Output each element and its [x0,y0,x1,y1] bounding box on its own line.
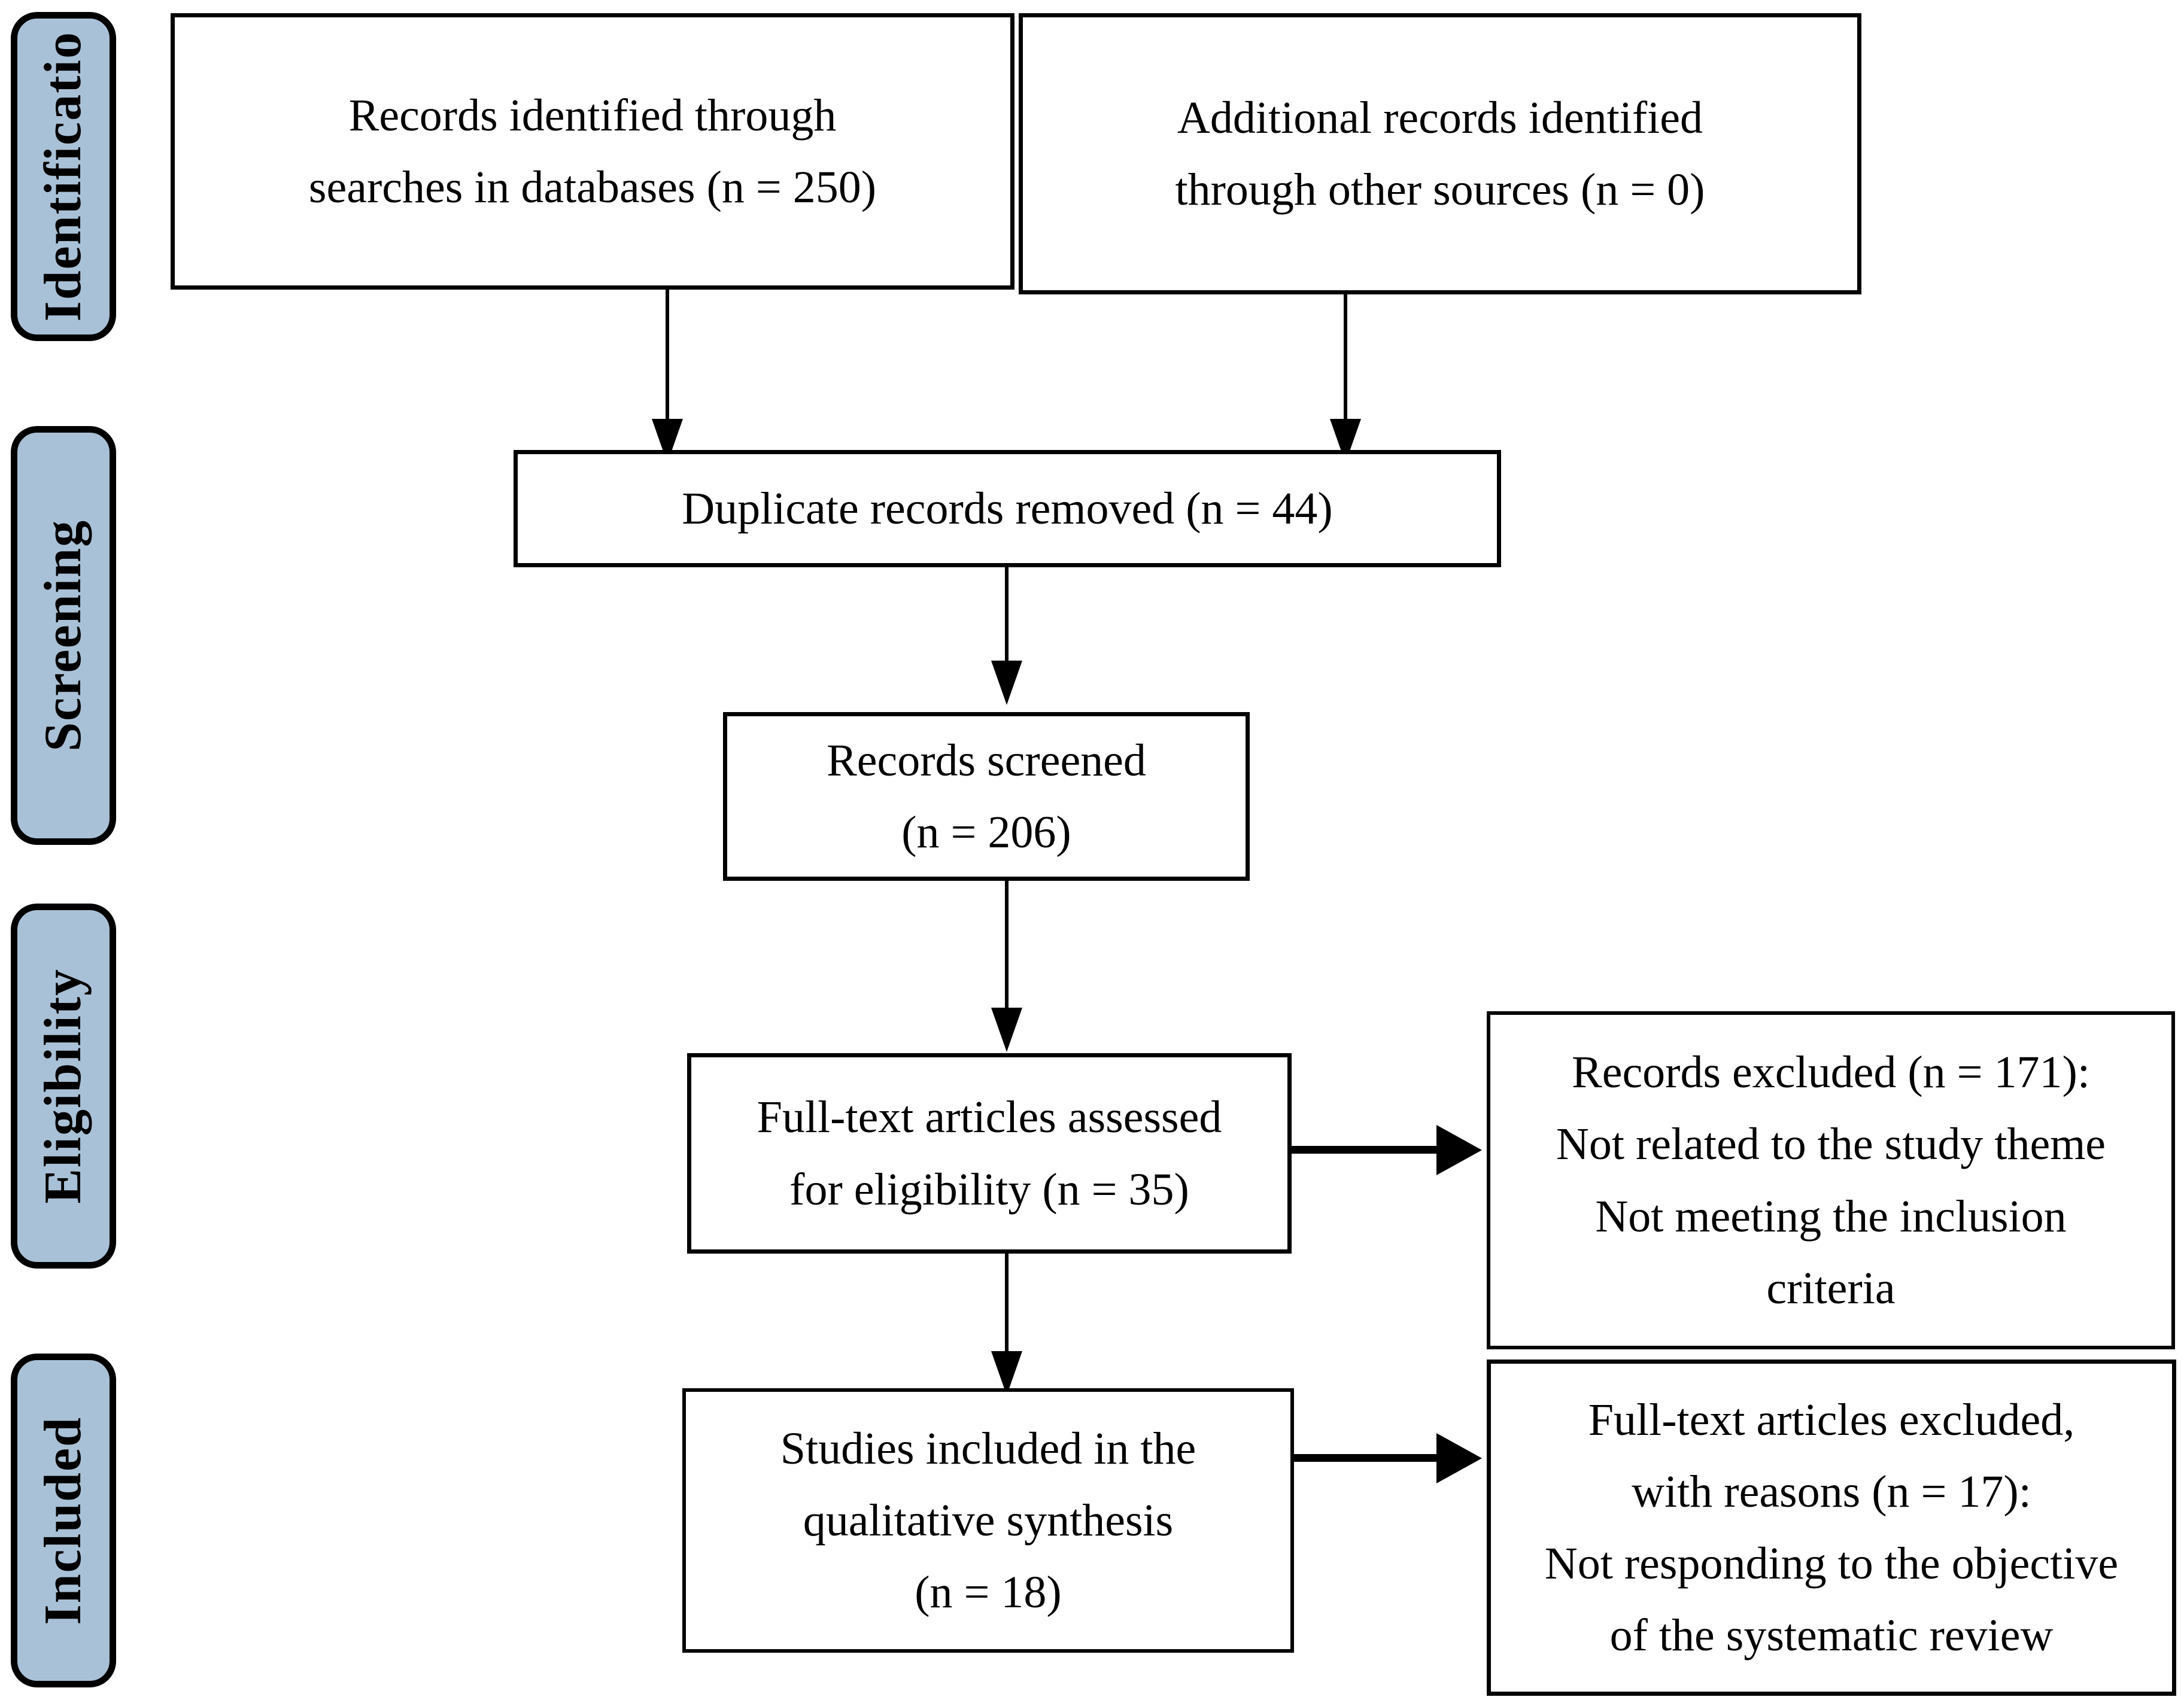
box-records-screened: Records screened (n = 206) [723,712,1250,881]
records-identified-line-2: searches in databases (n = 250) [308,162,877,212]
connector-identified-to-duplicates [666,290,669,428]
connector-fulltext-to-records-excluded [1292,1146,1441,1154]
stage-label-identification: Identificatio [34,31,92,322]
studies-included-line-3: (n = 18) [915,1567,1062,1618]
box-records-identified-databases: Records identified through searches in d… [171,13,1014,290]
records-excluded-line-4: criteria [1766,1263,1896,1313]
connector-fulltext-to-studies-included-arrowhead [991,1351,1022,1395]
records-excluded-line-1: Records excluded (n = 171): [1572,1047,2090,1098]
stage-label-eligibility: Eligibility [34,968,92,1204]
connector-studies-to-fulltext-excluded-arrowhead [1436,1433,1482,1483]
studies-included-line-2: qualitative synthesis [803,1495,1174,1546]
box-duplicate-records-removed: Duplicate records removed (n = 44) [514,450,1501,567]
box-records-excluded: Records excluded (n = 171): Not related … [1487,1011,2175,1349]
additional-records-line-2: through other sources (n = 0) [1175,165,1705,215]
fulltext-assessed-line-1: Full-text articles assessed [757,1092,1222,1143]
records-excluded-line-3: Not meeting the inclusion [1595,1191,2067,1242]
stage-label-included: Included [34,1416,92,1625]
box-full-text-articles-excluded: Full-text articles excluded, with reason… [1487,1360,2176,1696]
fulltext-excluded-line-2: with reasons (n = 17): [1632,1466,2031,1517]
connector-screened-to-fulltext-arrowhead [991,1008,1022,1052]
box-studies-included-qualitative-synthesis: Studies included in the qualitative synt… [682,1388,1294,1653]
stage-pill-included: Included [11,1354,116,1687]
additional-records-line-1: Additional records identified [1177,92,1703,143]
records-screened-line-1: Records screened [827,735,1146,786]
fulltext-assessed-line-2: for eligibility (n = 35) [789,1164,1189,1215]
connector-fulltext-to-records-excluded-arrowhead [1436,1125,1482,1175]
fulltext-excluded-line-4: of the systematic review [1609,1610,2054,1661]
box-additional-records-other-sources: Additional records identified through ot… [1019,13,1861,294]
connector-screened-to-fulltext [1005,881,1009,1020]
records-excluded-line-2: Not related to the study theme [1556,1119,2106,1170]
stage-pill-eligibility: Eligibility [11,904,116,1269]
connector-additional-to-duplicates [1344,294,1347,428]
stage-pill-identification: Identificatio [11,12,116,341]
connector-duplicates-to-screened-arrowhead [991,661,1022,705]
duplicates-removed-line-1: Duplicate records removed (n = 44) [682,483,1333,534]
connector-studies-to-fulltext-excluded [1294,1454,1441,1462]
box-full-text-articles-assessed: Full-text articles assessed for eligibil… [687,1053,1292,1254]
stage-label-screening: Screening [34,519,92,752]
records-identified-line-1: Records identified through [348,90,837,141]
stage-pill-screening: Screening [11,426,116,845]
fulltext-excluded-line-1: Full-text articles excluded, [1588,1394,2075,1445]
fulltext-excluded-line-3: Not responding to the objective [1544,1538,2119,1589]
connector-duplicates-to-screened [1005,567,1009,669]
connector-fulltext-to-studies-included [1005,1254,1009,1368]
records-screened-line-2: (n = 206) [901,807,1071,857]
studies-included-line-1: Studies included in the [780,1423,1196,1474]
